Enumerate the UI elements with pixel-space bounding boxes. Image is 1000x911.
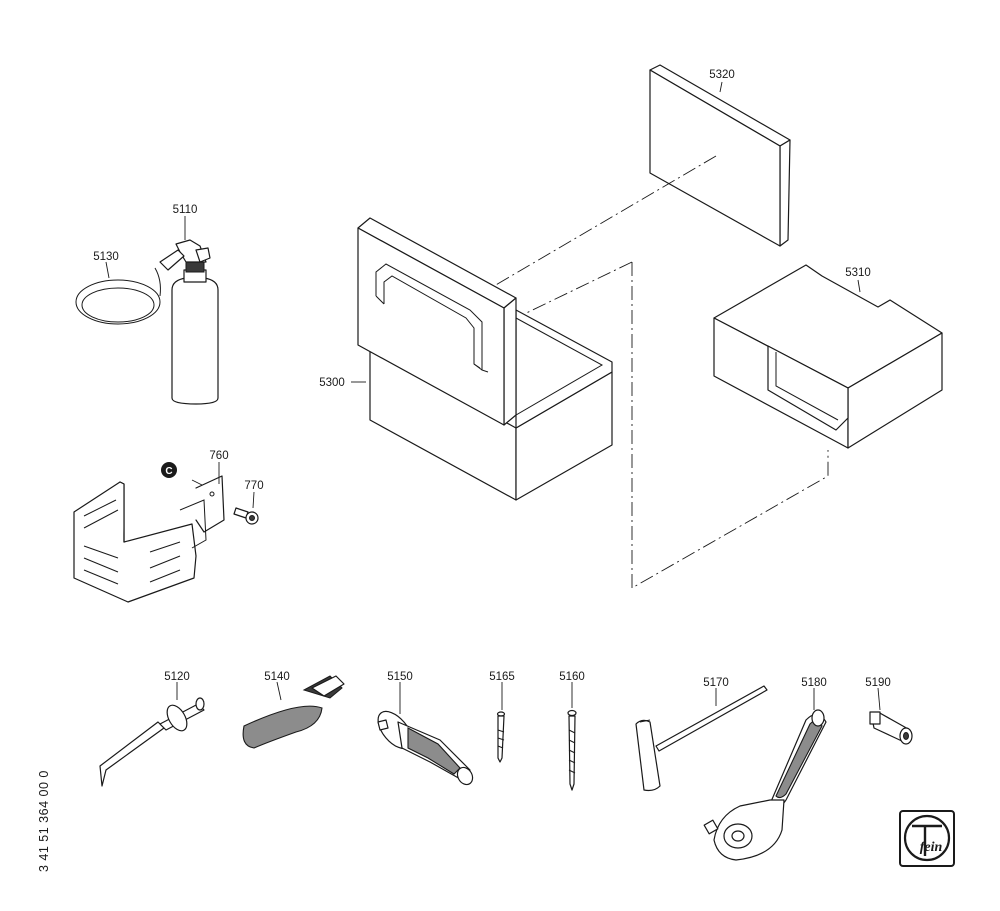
label-5300: 5300 [319, 377, 345, 389]
label-5310: 5310 [845, 267, 871, 279]
label-5150: 5150 [387, 671, 413, 683]
part-5130-hose[interactable] [75, 267, 161, 325]
part-5140-strap[interactable] [242, 675, 345, 749]
part-5160-drill-bit[interactable] [567, 709, 577, 791]
fein-logo: fein [899, 810, 955, 867]
label-770: 770 [244, 480, 263, 492]
part-5150-handle[interactable] [372, 705, 476, 787]
label-5320: 5320 [709, 69, 735, 81]
part-5190-socket[interactable] [869, 711, 913, 745]
part-5320-foam-panel[interactable] [649, 64, 791, 247]
part-5310-foam-insert[interactable] [713, 264, 943, 449]
label-5160: 5160 [559, 671, 585, 683]
label-5130: 5130 [93, 251, 119, 263]
label-5180: 5180 [801, 677, 827, 689]
part-5300-case[interactable] [357, 217, 613, 501]
label-leaders [105, 81, 881, 714]
part-5165-drill-bit-small[interactable] [496, 711, 506, 763]
brand-wordmark: fein [920, 840, 943, 855]
callout-letter: C [165, 466, 172, 477]
callout-c-marker: C [161, 462, 177, 478]
document-number: 3 41 51 364 00 0 [37, 770, 51, 872]
part-760-holder[interactable] [73, 475, 225, 603]
label-5190: 5190 [865, 677, 891, 689]
part-770-screw[interactable] [233, 507, 259, 525]
label-5165: 5165 [489, 671, 515, 683]
part-5180-ratchet[interactable] [703, 709, 827, 861]
label-5110: 5110 [173, 204, 198, 216]
label-5170: 5170 [703, 677, 729, 689]
part-5120-pin[interactable] [99, 697, 205, 787]
label-5120: 5120 [164, 671, 190, 683]
label-5140: 5140 [264, 671, 290, 683]
label-760: 760 [209, 450, 228, 462]
part-labels: 5320 5300 5310 5110 5130 760 770 5120 51… [93, 69, 891, 689]
part-5170-t-handle[interactable] [635, 685, 768, 792]
part-5110-spray-bottle[interactable] [159, 239, 219, 405]
